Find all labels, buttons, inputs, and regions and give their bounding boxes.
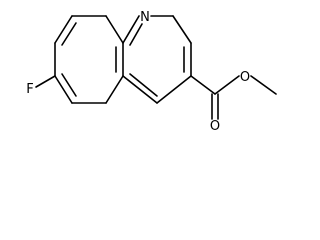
- bond: [105, 15, 124, 44]
- bond-c-o-single: [214, 75, 240, 95]
- bond-c-f: [35, 75, 56, 88]
- bond-double-inner: [61, 73, 77, 97]
- ester-oxygen-label: O: [240, 70, 250, 85]
- nitrogen-label: N: [140, 10, 150, 25]
- bond: [122, 15, 140, 44]
- bond: [54, 15, 73, 44]
- bond: [105, 75, 124, 104]
- bond: [190, 75, 216, 95]
- structure-diagram: N F O O: [26, 10, 277, 134]
- bond: [156, 75, 192, 104]
- bond-double-inner: [129, 73, 158, 97]
- bond-double-inner: [61, 22, 77, 46]
- carbonyl-oxygen-label: O: [210, 119, 220, 134]
- bond-o-ch3: [250, 75, 277, 95]
- bond-double-inner: [129, 23, 143, 46]
- fluorine-label: F: [26, 82, 33, 97]
- bond: [54, 75, 73, 104]
- bond: [172, 15, 192, 44]
- bond: [122, 75, 158, 104]
